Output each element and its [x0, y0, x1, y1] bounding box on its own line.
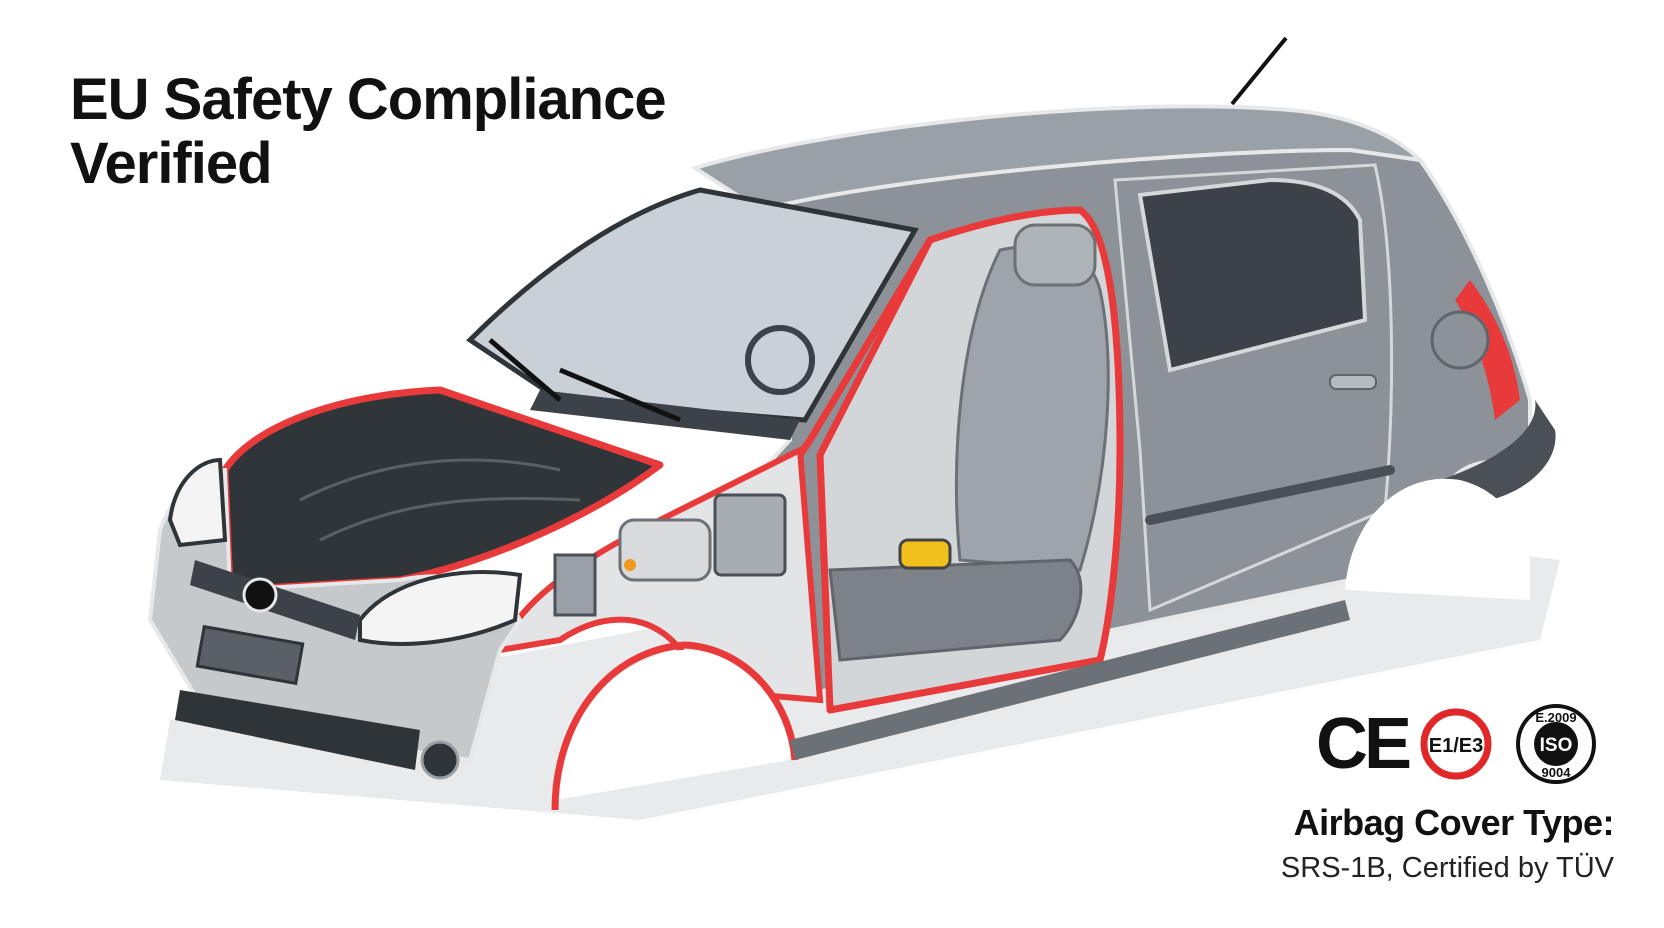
- rear-wheel-well: [1345, 478, 1530, 600]
- brand-logo-icon: [242, 577, 278, 613]
- iso-seal-icon: E.2009 ISO 9004: [1516, 704, 1596, 784]
- headlight-left: [167, 457, 228, 548]
- e-mark-circle-icon: E1/E3: [1420, 708, 1492, 780]
- airbag-info-title: Airbag Cover Type:: [1293, 802, 1615, 843]
- windshield: [466, 187, 919, 423]
- e-mark-label: E1/E3: [1429, 735, 1483, 757]
- license-plate: [195, 624, 305, 686]
- airbag-info-value: SRS-1B, Certified by TÜV: [1280, 852, 1614, 884]
- iso-seal-top: E.2009: [1535, 710, 1576, 725]
- ce-mark-icon: CE: [1316, 704, 1410, 784]
- rear-wheel-arch: [1440, 400, 1556, 500]
- headline: EU Safety Compliance Verified: [70, 67, 667, 196]
- rear-window: [1137, 177, 1368, 373]
- fuel-cap: [1430, 310, 1490, 370]
- wiper-left: [488, 338, 562, 402]
- iso-seal-center: ISO: [1540, 735, 1573, 756]
- door-handle: [1329, 374, 1377, 390]
- side-sill: [790, 600, 1350, 760]
- body-crease: [1145, 465, 1395, 525]
- seat-headrest: [1013, 223, 1097, 287]
- seatbelt-buckle: [898, 538, 952, 570]
- engine-cap: [624, 559, 636, 571]
- wiper-right: [559, 367, 681, 423]
- grille-lower: [175, 690, 420, 770]
- steering-wheel: [745, 325, 815, 395]
- engine-bracket: [553, 553, 597, 617]
- engine-unit: [713, 493, 787, 577]
- headline-line-2: Verified: [70, 131, 273, 196]
- front-wheel-well: [555, 650, 790, 800]
- certification-marks: CE E1/E3 E.2009 ISO 9004: [1316, 704, 1596, 784]
- seat-cushion: [828, 558, 1083, 662]
- hood-panel-lines: [299, 458, 581, 542]
- fog-light: [420, 740, 460, 780]
- front-wheel-arch-highlight: [551, 641, 799, 811]
- antenna: [1230, 36, 1288, 106]
- headlight-right: [358, 570, 523, 646]
- airbag-info: Airbag Cover Type: SRS-1B, Certified by …: [1280, 802, 1615, 888]
- hood: [221, 386, 664, 594]
- headline-line-1: EU Safety Compliance: [70, 67, 667, 132]
- engine-block: [618, 518, 712, 582]
- iso-seal-bottom: 9004: [1542, 765, 1572, 780]
